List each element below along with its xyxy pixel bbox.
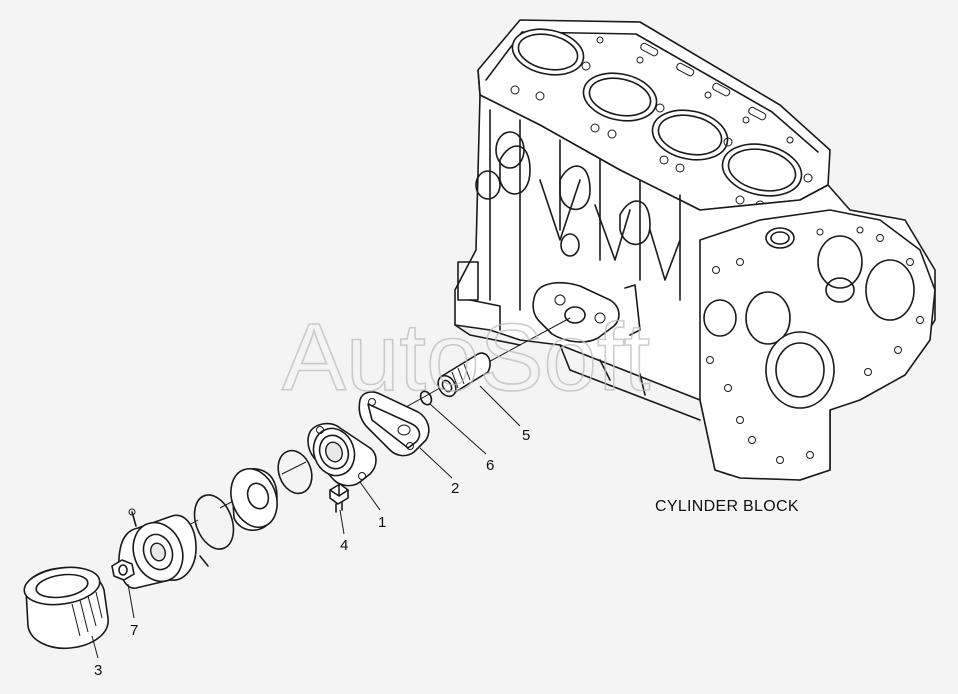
cylinder-block — [454, 19, 936, 481]
part-4-bolt — [329, 483, 349, 513]
leader-lines — [91, 385, 521, 659]
watermark-text: AutoSoft — [282, 304, 650, 411]
part-label-3: 3 — [94, 662, 102, 679]
part-label-6: 6 — [486, 457, 494, 474]
part-label-7: 7 — [130, 622, 138, 639]
cooler-element-disc — [230, 468, 278, 531]
part-label-4: 4 — [340, 537, 348, 554]
part-3-oil-filter — [23, 566, 109, 650]
cylinder-block-caption: CYLINDER BLOCK — [655, 498, 799, 515]
part-label-1: 1 — [378, 514, 386, 531]
outer-o-ring — [193, 494, 235, 550]
part-6-o-ring — [419, 390, 433, 406]
large-o-ring — [277, 449, 313, 495]
part-1-oil-cooler-body — [307, 422, 377, 487]
part-7-nut — [111, 559, 135, 581]
part-5-pipe — [437, 352, 491, 398]
part-label-5: 5 — [522, 427, 530, 444]
filter-base-adapter — [118, 508, 209, 589]
part-2-gasket — [358, 391, 430, 457]
part-label-2: 2 — [451, 480, 459, 497]
